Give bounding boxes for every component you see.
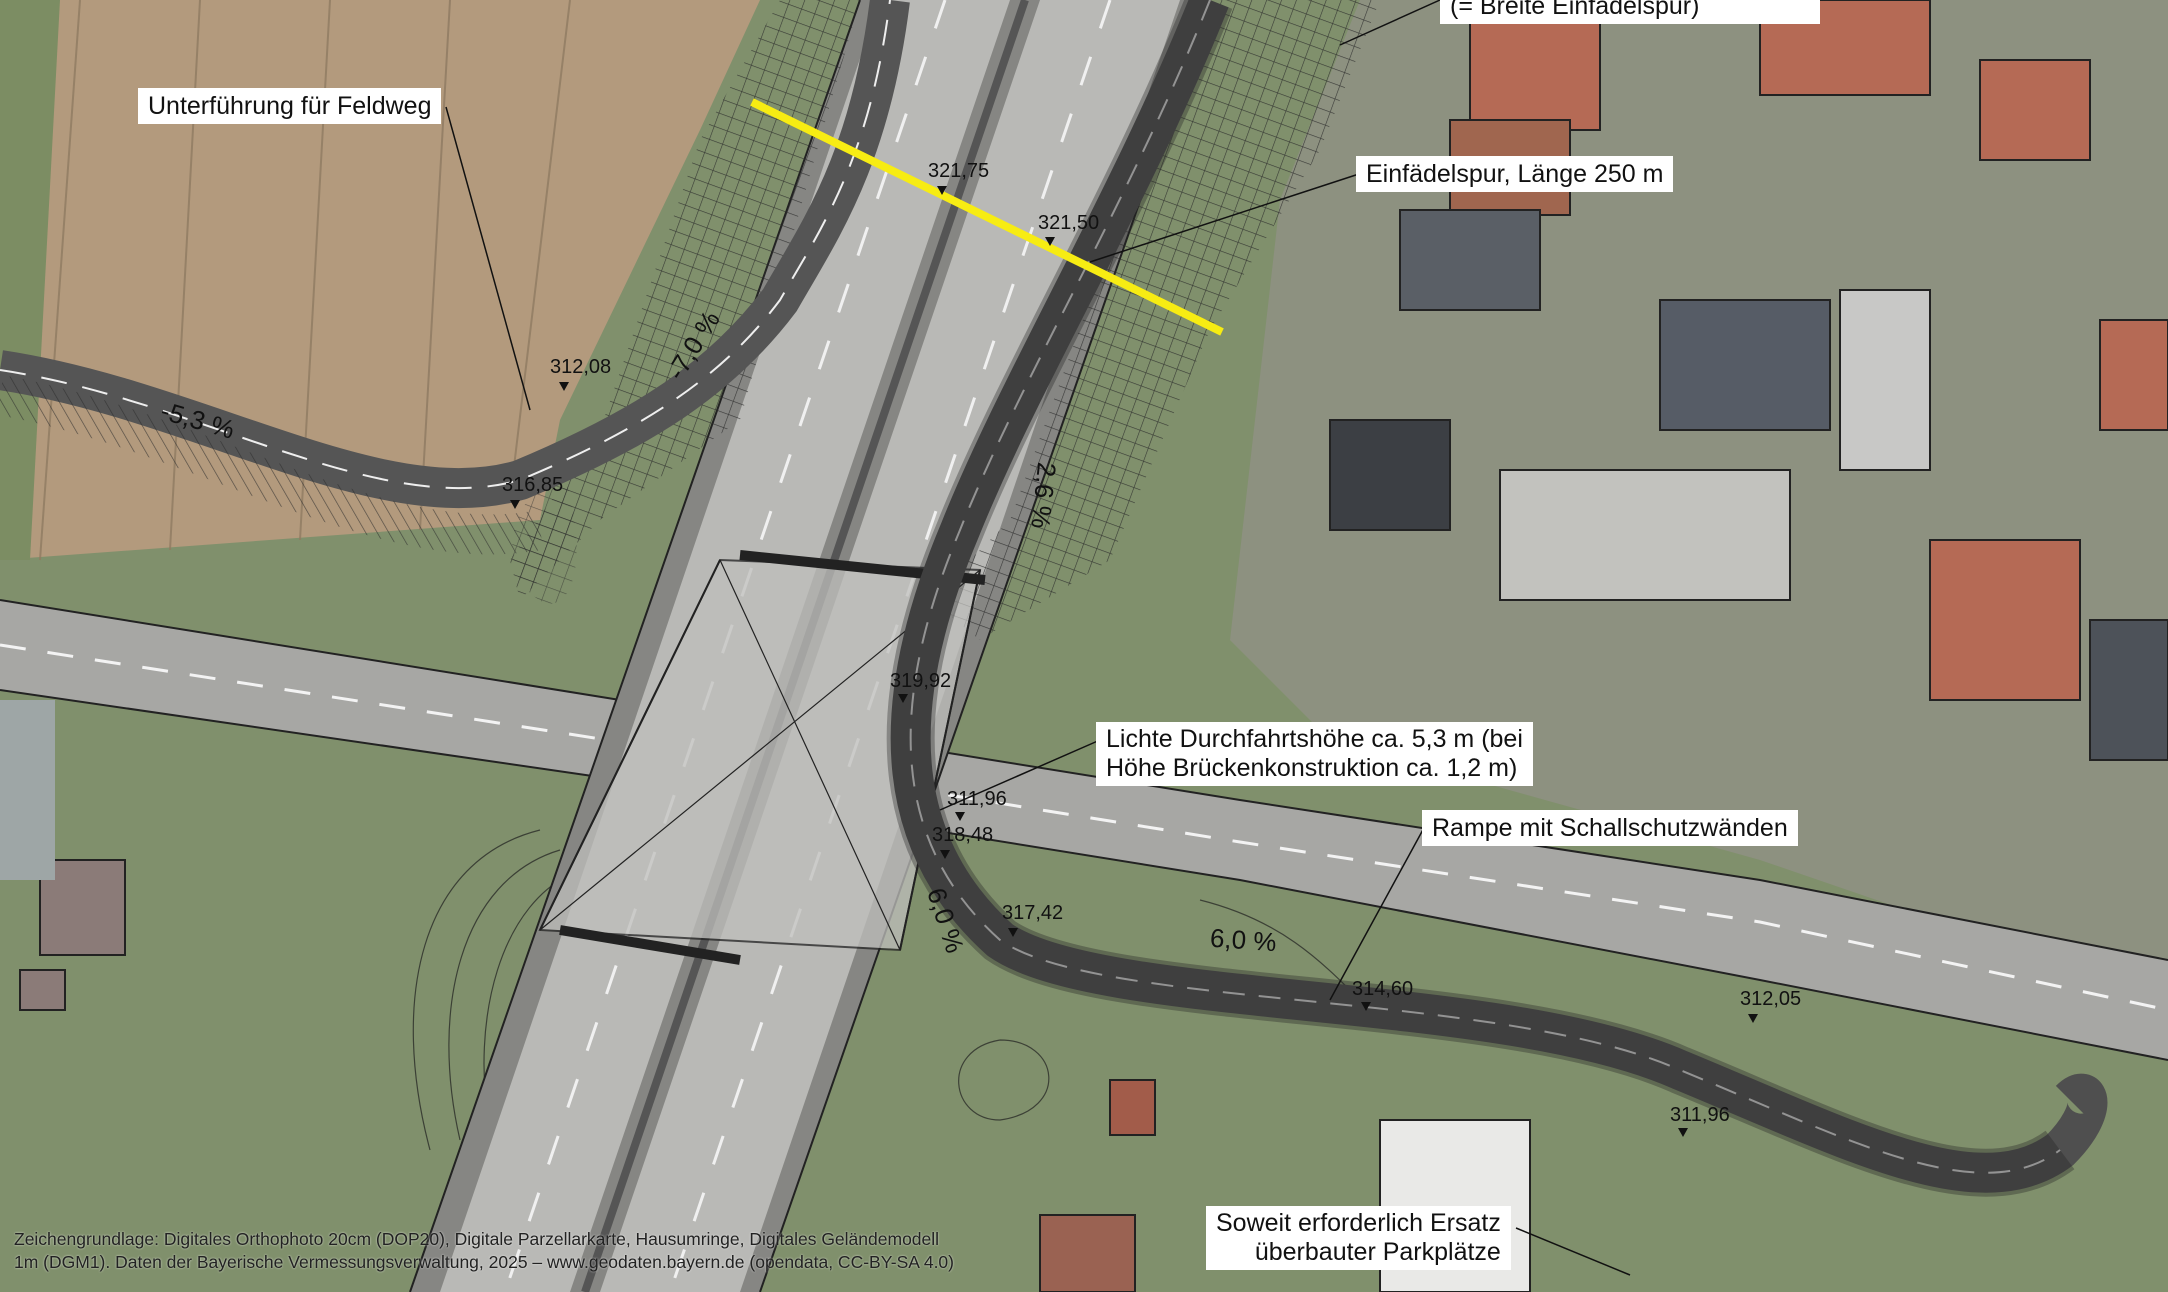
callout-clearance-line2: Höhe Brückenkonstruktion ca. 1,2 m) (1106, 754, 1518, 782)
callout-rampe: Rampe mit Schallschutzwänden (1422, 810, 1798, 846)
callout-parking-line1: Soweit erforderlich Ersatz (1216, 1209, 1501, 1237)
elevation-label: 319,92 (890, 670, 952, 692)
leader-lines (445, 0, 1631, 1276)
credit-line2: 1m (DGM1). Daten der Bayerische Vermessu… (14, 1252, 954, 1272)
callout-feldweg-underpass: Unterführung für Feldweg (138, 88, 442, 124)
building-footprints (19, 0, 2168, 1292)
elevation-label: 311,96 (1670, 1104, 1730, 1126)
elevation-label: 316,85 (502, 474, 564, 496)
gradient-label: 6,0 % (1209, 922, 1278, 958)
feldweg-ramp (0, 0, 910, 555)
elevation-label: 318,48 (932, 824, 994, 846)
callout-top-clipped: (= Breite Einfädelspur) (1440, 0, 1820, 24)
elevation-label: 311,96 (947, 788, 1007, 810)
elevation-markers (510, 186, 1758, 1137)
callout-parking-replacement: Soweit erforderlich Ersatz überbauter Pa… (1206, 1206, 1511, 1270)
callout-einfaedelspur: Einfädelspur, Länge 250 m (1356, 156, 1674, 192)
elevation-label: 314,60 (1352, 978, 1414, 1000)
elevation-label: 321,50 (1038, 212, 1100, 234)
main-road (0, 599, 2168, 1061)
callout-clearance-height: Lichte Durchfahrtshöhe ca. 5,3 m (bei Hö… (1096, 722, 1533, 786)
elevation-label: 312,08 (550, 356, 612, 378)
map-data-credit: Zeichengrundlage: Digitales Orthophoto 2… (14, 1228, 1094, 1274)
callout-parking-line2: überbauter Parkplätze (1254, 1238, 1501, 1266)
credit-line1: Zeichengrundlage: Digitales Orthophoto 2… (14, 1229, 940, 1249)
elevation-label: 317,42 (1002, 902, 1064, 924)
elevation-label: 312,05 (1740, 988, 1802, 1010)
callout-clearance-line1: Lichte Durchfahrtshöhe ca. 5,3 m (bei (1106, 725, 1523, 753)
cross-section-line[interactable] (750, 98, 1224, 336)
entry-ramp (886, 0, 2108, 1197)
elevation-label: 321,75 (928, 160, 990, 182)
